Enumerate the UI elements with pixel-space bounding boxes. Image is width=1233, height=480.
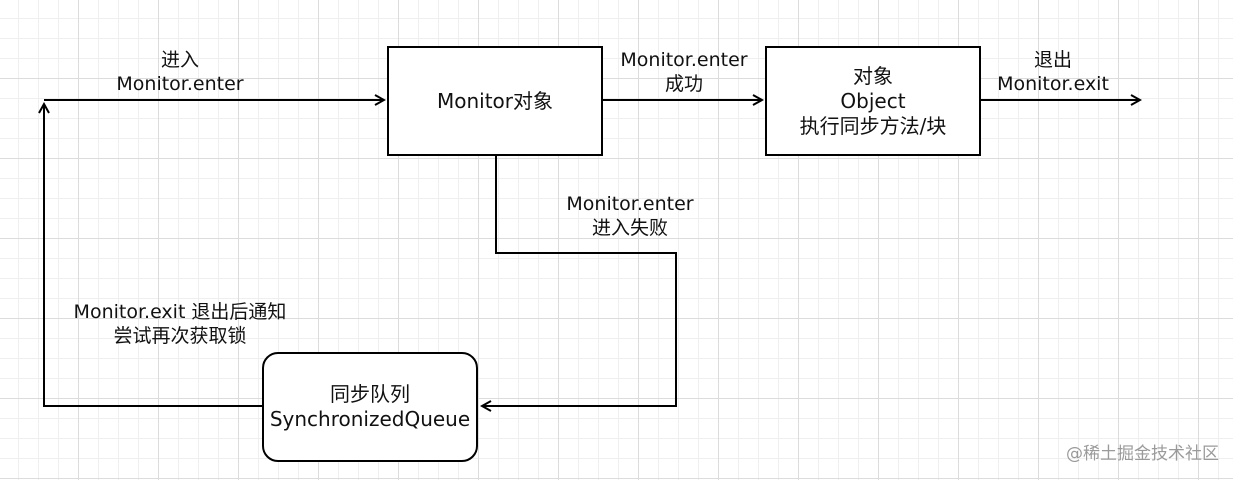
enter-label-line-1: 进入 bbox=[160, 49, 199, 71]
notify-retry-arrow bbox=[44, 104, 262, 407]
enter-success-edge-label: Monitor.enter 成功 bbox=[604, 48, 764, 96]
watermark: @稀土掘金技术社区 bbox=[1066, 444, 1219, 464]
enter-fail-edge-label: Monitor.enter 进入失败 bbox=[550, 192, 710, 240]
notify-line-2: 尝试再次获取锁 bbox=[113, 325, 247, 347]
exit-label-line-1: 退出 bbox=[1033, 49, 1072, 71]
exit-edge-label: 退出 Monitor.exit bbox=[983, 48, 1123, 96]
monitor-object-label: Monitor对象 bbox=[436, 88, 554, 113]
sync-queue-line-1: 同步队列 bbox=[330, 382, 410, 406]
sync-queue-node: 同步队列 SynchronizedQueue bbox=[262, 352, 478, 462]
notify-edge-label: Monitor.exit 退出后通知 尝试再次获取锁 bbox=[55, 300, 305, 348]
object-node: 对象 Object 执行同步方法/块 bbox=[765, 46, 981, 156]
enter-fail-line-2: 进入失败 bbox=[591, 217, 668, 239]
enter-fail-line-1: Monitor.enter bbox=[566, 193, 694, 215]
enter-success-line-1: Monitor.enter bbox=[620, 49, 748, 71]
enter-fail-arrow bbox=[482, 156, 677, 406]
notify-line-1: Monitor.exit 退出后通知 bbox=[73, 301, 287, 323]
enter-edge-label: 进入 Monitor.enter bbox=[100, 48, 260, 96]
enter-label-line-2: Monitor.enter bbox=[116, 73, 244, 95]
sync-queue-line-2: SynchronizedQueue bbox=[269, 407, 471, 431]
exit-label-line-2: Monitor.exit bbox=[997, 73, 1109, 95]
enter-success-line-2: 成功 bbox=[664, 73, 703, 95]
object-line-3: 执行同步方法/块 bbox=[799, 113, 947, 138]
object-line-2: Object bbox=[840, 88, 906, 113]
object-line-1: 对象 bbox=[853, 63, 893, 88]
monitor-object-node: Monitor对象 bbox=[387, 46, 603, 156]
